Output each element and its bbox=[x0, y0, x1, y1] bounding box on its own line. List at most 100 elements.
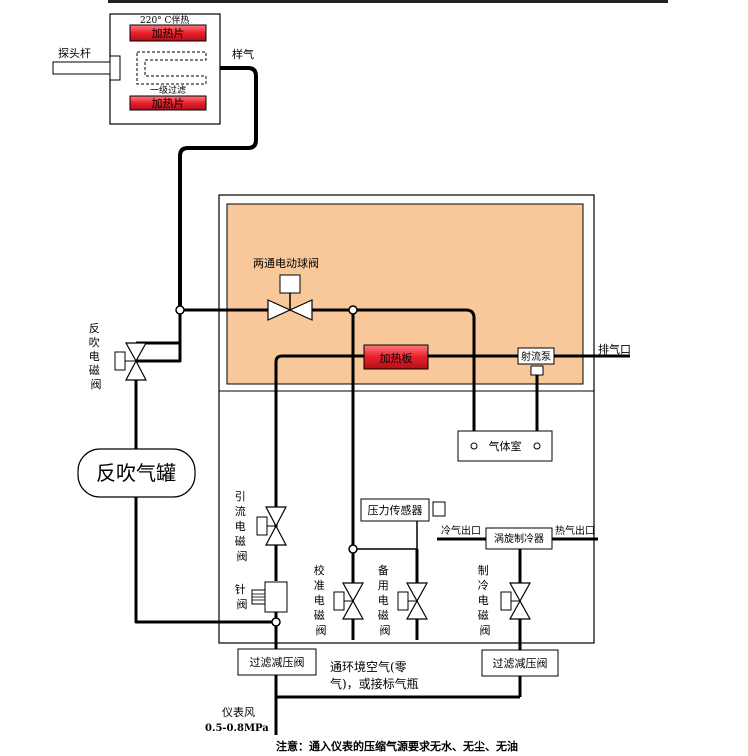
blowback-valve-char-2: 吹 bbox=[89, 336, 100, 349]
junction-calib-top bbox=[348, 305, 358, 315]
junction-supply bbox=[271, 617, 281, 627]
pipe-lead-riser bbox=[274, 354, 364, 581]
cooling-valve-char-1: 制 bbox=[478, 564, 489, 577]
main-piping bbox=[134, 308, 630, 735]
pressure-sensor-box bbox=[360, 498, 430, 522]
spare-valve-char-2: 用 bbox=[378, 579, 389, 592]
lead-solenoid-valve: 引 流 电 磁 阀 bbox=[235, 489, 287, 563]
gas-chamber-label: 气体室 bbox=[489, 439, 522, 453]
lead-valve-label: 引 流 电 磁 阀 bbox=[235, 489, 250, 563]
lead-valve-char-5: 阀 bbox=[237, 549, 248, 563]
lead-valve-char-2: 流 bbox=[235, 504, 246, 518]
calib-valve-char-5: 阀 bbox=[316, 623, 327, 637]
ball-valve: 两通电动球阀 bbox=[253, 256, 319, 321]
ambient-air-line1: 通环境空气(零 bbox=[330, 659, 407, 674]
heater-bottom bbox=[129, 95, 207, 111]
pipe-to-chamber bbox=[312, 308, 476, 444]
hot-out-label: 热气出口 bbox=[555, 524, 595, 537]
blowback-valve-coil bbox=[114, 351, 126, 371]
blowback-tank-shape bbox=[77, 448, 196, 498]
heater-plate-label: 加热板 bbox=[380, 351, 413, 365]
instrument-air-label: 仪表风 bbox=[222, 705, 255, 719]
calib-valve-char-3: 电 bbox=[314, 594, 325, 607]
blowback-tank-label: 反吹气罐 bbox=[96, 461, 176, 485]
filter-reducer-right: 过滤减压阀 bbox=[481, 649, 559, 677]
gas-chamber: 气体室 bbox=[457, 430, 553, 462]
lead-valve-char-3: 电 bbox=[235, 520, 246, 533]
spare-valve-char-3: 电 bbox=[378, 594, 389, 607]
cold-out-label: 冷气出口 bbox=[441, 524, 481, 537]
cooling-valve-char-3: 电 bbox=[478, 594, 489, 607]
probe-rod-label: 探头杆 bbox=[58, 46, 91, 60]
sample-gas-label: 样气 bbox=[232, 47, 254, 61]
spare-valve-char-4: 磁 bbox=[378, 609, 389, 622]
needle-valve-char-1: 针 bbox=[235, 582, 246, 596]
ambient-air-line2: 气)，或接标气瓶 bbox=[330, 676, 419, 691]
spare-valve-coil bbox=[397, 591, 409, 611]
junction-sample bbox=[175, 305, 185, 315]
lead-valve-body bbox=[265, 506, 287, 546]
spare-valve-char-1: 备 bbox=[378, 563, 389, 577]
chamber-outlet bbox=[533, 442, 541, 450]
calibration-solenoid-valve: 校 准 电 磁 阀 bbox=[314, 563, 365, 637]
blowback-valve-label: 反 吹 电 磁 阀 bbox=[89, 322, 104, 391]
heat-trace-label: 220° C伴热 bbox=[140, 14, 189, 26]
cooling-valve-coil bbox=[500, 591, 512, 611]
ejector-port bbox=[530, 365, 544, 376]
needle-valve: 针 阀 bbox=[235, 581, 288, 613]
exhaust-label: 排气口 bbox=[598, 342, 631, 356]
ejector-label: 射流泵 bbox=[521, 350, 551, 363]
blowback-valve-body bbox=[124, 342, 148, 381]
spare-valve-char-5: 阀 bbox=[380, 623, 391, 637]
cooling-solenoid-valve: 制 冷 电 磁 阀 bbox=[478, 564, 532, 637]
filter-reducer-left: 过滤减压阀 bbox=[237, 648, 317, 676]
pressure-label: 0.5-0.8MPa bbox=[205, 723, 269, 734]
ball-valve-actuator bbox=[279, 274, 301, 294]
blowback-valve-char-1: 反 bbox=[89, 322, 100, 335]
blowback-valve-char-3: 电 bbox=[89, 350, 100, 363]
pressure-sensor-label: 压力传感器 bbox=[368, 504, 423, 517]
needle-valve-label: 针 阀 bbox=[235, 582, 250, 611]
cooling-valve-char-2: 冷 bbox=[478, 579, 489, 592]
reducer-left-label: 过滤减压阀 bbox=[250, 655, 305, 669]
calib-valve-char-2: 准 bbox=[314, 579, 325, 592]
calib-valve-label: 校 准 电 磁 阀 bbox=[314, 563, 329, 637]
vortex-cooler-label: 涡旋制冷器 bbox=[494, 532, 544, 545]
blowback-solenoid-valve: 反 吹 电 磁 阀 bbox=[89, 322, 148, 391]
heater-plate: 加热板 bbox=[363, 344, 429, 370]
heater-top-label: 加热片 bbox=[152, 27, 185, 40]
cooling-valve-char-5: 阀 bbox=[480, 623, 491, 637]
calib-valve-char-4: 磁 bbox=[314, 609, 325, 622]
pipe-blowback-valve bbox=[136, 341, 182, 363]
probe-assembly: 探头杆 220° C伴热 加热片 一级过滤 加热片 样气 bbox=[52, 13, 254, 125]
needle-valve-char-2: 阀 bbox=[237, 597, 248, 611]
lead-valve-char-1: 引 bbox=[235, 489, 246, 503]
pressure-sensor-port bbox=[432, 501, 446, 517]
vortex-cooler: 冷气出口 热气出口 涡旋制冷器 bbox=[441, 524, 595, 550]
ball-valve-body bbox=[267, 299, 313, 321]
chamber-inlet bbox=[470, 442, 478, 450]
heater-top bbox=[129, 24, 207, 42]
lead-valve-char-4: 磁 bbox=[235, 535, 246, 548]
junction-dots bbox=[175, 305, 358, 627]
probe-neck bbox=[109, 55, 121, 81]
probe-rod bbox=[52, 61, 111, 75]
compressed-air-note: 注意：通入仪表的压缩气源要求无水、无尘、无油 bbox=[276, 739, 518, 753]
spare-valve-body bbox=[405, 582, 429, 620]
cooling-valve-label: 制 冷 电 磁 阀 bbox=[478, 564, 493, 637]
calib-valve-body bbox=[341, 582, 365, 620]
needle-valve-box bbox=[264, 581, 288, 613]
cooling-valve-char-4: 磁 bbox=[478, 609, 489, 622]
heater-plate-box bbox=[363, 344, 429, 370]
pressure-sensor: 压力传感器 bbox=[360, 498, 446, 522]
filter-label: 一级过滤 bbox=[150, 84, 186, 96]
heater-bottom-label: 加热片 bbox=[152, 97, 185, 110]
cooling-valve-body bbox=[508, 582, 532, 620]
clipped-title-strip bbox=[108, 0, 668, 3]
reducer-left-box bbox=[237, 648, 317, 676]
blowback-valve-char-5: 阀 bbox=[91, 377, 102, 391]
ball-valve-label: 两通电动球阀 bbox=[253, 256, 319, 270]
thin-piping bbox=[289, 293, 418, 550]
ejector-pump: 射流泵 排气口 bbox=[517, 342, 631, 376]
